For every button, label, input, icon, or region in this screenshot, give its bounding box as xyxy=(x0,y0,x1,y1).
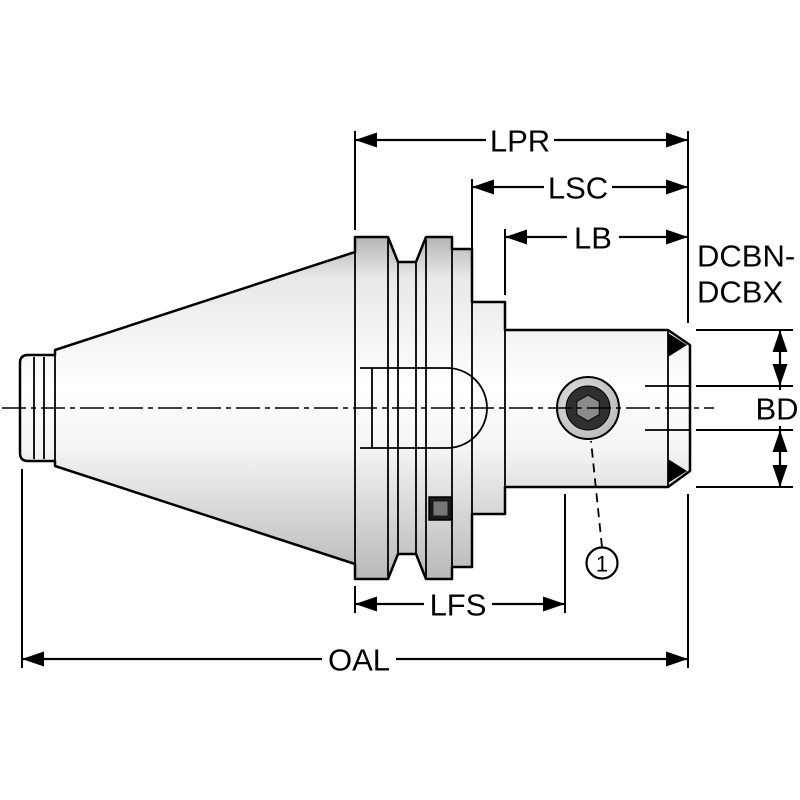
lb-label: LB xyxy=(574,221,612,256)
bd-arrow-bore-bottom xyxy=(772,430,788,452)
dimension-lfs: LFS xyxy=(355,586,565,623)
dimension-lsc: LSC xyxy=(472,169,688,206)
seal-ring-bottom xyxy=(668,459,687,483)
oal-arrow-right xyxy=(666,651,688,667)
lpr-arrow-left xyxy=(355,132,377,148)
lb-label-bg xyxy=(567,219,619,255)
callout-leader-line xyxy=(590,440,603,548)
oal-arrow-left xyxy=(22,651,44,667)
lfs-arrow-left xyxy=(355,596,377,612)
drive-key-slot-inner xyxy=(433,501,448,516)
lb-arrow-left xyxy=(505,229,527,245)
extension-lines xyxy=(21,131,793,668)
dimension-bd: BD xyxy=(753,330,800,487)
series-label-line1: DCBN- xyxy=(697,239,795,274)
series-label-line2: DCBX xyxy=(697,275,783,310)
callout-number: 1 xyxy=(596,552,608,577)
callout-1: 1 xyxy=(585,440,619,580)
dimension-lb: LB xyxy=(505,219,688,256)
seal-ring-top xyxy=(668,333,687,357)
dimension-oal: OAL xyxy=(22,641,688,678)
lsc-label-bg xyxy=(544,169,612,205)
lb-arrow-right xyxy=(666,229,688,245)
lpr-arrow-right xyxy=(666,132,688,148)
bd-arrow-outer-bottom xyxy=(772,465,788,487)
lsc-arrow-right xyxy=(666,179,688,195)
bd-arrow-outer-top xyxy=(772,330,788,352)
callout-circle xyxy=(585,546,619,580)
bd-label: BD xyxy=(755,392,798,427)
bd-label-bg xyxy=(753,390,800,426)
lsc-label: LSC xyxy=(548,171,608,206)
oal-label: OAL xyxy=(328,643,390,678)
oal-label-bg xyxy=(322,641,396,677)
lfs-label-bg xyxy=(424,586,492,622)
lsc-arrow-left xyxy=(472,179,494,195)
bd-arrow-bore-top xyxy=(772,364,788,386)
dimension-lpr: LPR xyxy=(355,122,688,159)
lpr-label-bg xyxy=(486,122,554,158)
lfs-arrow-right xyxy=(543,596,565,612)
series-label: DCBN- DCBX xyxy=(697,239,795,310)
lpr-label: LPR xyxy=(490,124,550,159)
lfs-label: LFS xyxy=(430,588,487,623)
